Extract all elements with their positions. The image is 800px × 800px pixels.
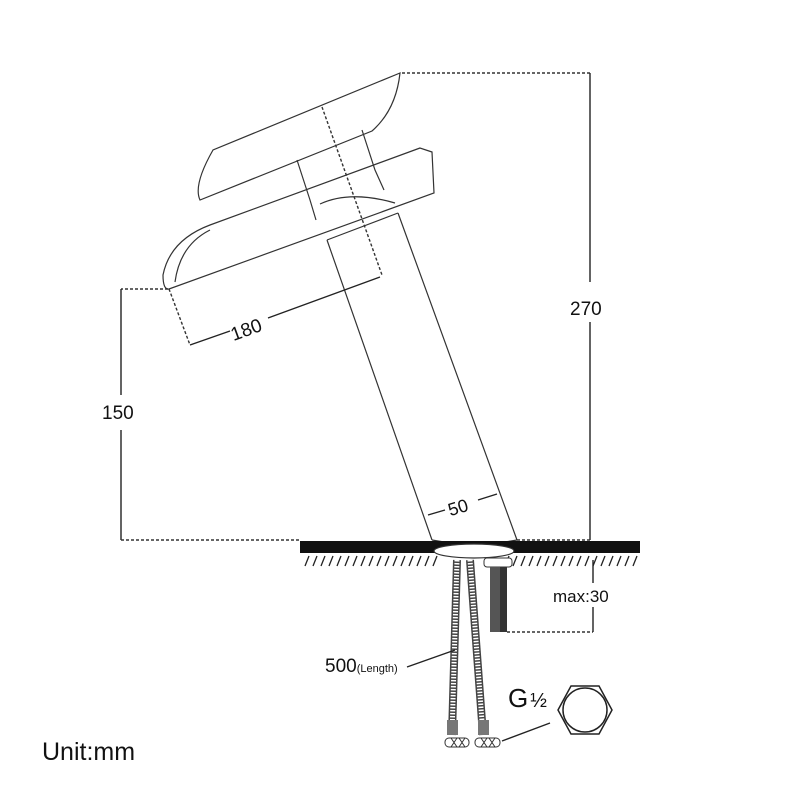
label-180: 180 — [228, 315, 265, 346]
hatch-stroke — [624, 555, 630, 567]
hatch-stroke — [584, 555, 590, 567]
hatch-stroke — [312, 555, 318, 567]
spout-collar — [319, 196, 396, 205]
dimension-150 — [120, 288, 300, 541]
thread-leader — [501, 722, 551, 742]
thread-fraction: ½ — [530, 690, 547, 712]
hatch-stroke — [528, 555, 534, 567]
hose-length-leader — [406, 649, 456, 668]
hatch-stroke — [336, 555, 342, 567]
spout-inner-edge — [174, 229, 211, 283]
dimension-180 — [168, 276, 381, 346]
base-flange — [433, 543, 515, 559]
hatch-stroke — [560, 555, 566, 567]
faucet-body — [326, 212, 518, 541]
hatch-stroke — [568, 555, 574, 567]
hatch-stroke — [320, 555, 326, 567]
hatch-stroke — [424, 555, 430, 567]
hatch-stroke — [552, 555, 558, 567]
hatch-stroke — [432, 555, 438, 567]
handle-stem — [296, 129, 385, 221]
faucet-spout — [162, 147, 435, 290]
dimension-50-line — [427, 493, 498, 516]
counter-hatching — [304, 555, 638, 567]
label-hose-length: 500(Length) — [325, 656, 398, 677]
hatch-stroke — [304, 555, 310, 567]
hatch-stroke — [400, 555, 406, 567]
hatch-stroke — [632, 555, 638, 567]
hose-length-note: (Length) — [357, 663, 398, 675]
hex-nut-icon — [557, 685, 613, 735]
faucet-handle — [197, 72, 401, 201]
hatch-stroke — [512, 555, 518, 567]
hatch-stroke — [576, 555, 582, 567]
hatch-stroke — [536, 555, 542, 567]
hose-length-value: 500 — [325, 656, 357, 677]
hatch-stroke — [352, 555, 358, 567]
thread-letter: G — [508, 683, 528, 713]
hatch-stroke — [520, 555, 526, 567]
hatch-stroke — [544, 555, 550, 567]
supply-hoses — [444, 559, 501, 748]
unit-label: Unit:mm — [42, 738, 135, 766]
hatch-stroke — [360, 555, 366, 567]
hatch-stroke — [384, 555, 390, 567]
hatch-stroke — [600, 555, 606, 567]
label-max-30: max:30 — [553, 587, 609, 606]
dimension-max-30 — [507, 560, 594, 633]
dimension-270 — [402, 72, 591, 541]
label-50: 50 — [446, 495, 471, 520]
hatch-stroke — [344, 555, 350, 567]
hatch-stroke — [328, 555, 334, 567]
hatch-stroke — [376, 555, 382, 567]
label-150: 150 — [102, 403, 134, 424]
hatch-stroke — [416, 555, 422, 567]
hatch-stroke — [408, 555, 414, 567]
mounting-rod — [483, 557, 513, 632]
hatch-stroke — [392, 555, 398, 567]
hatch-stroke — [616, 555, 622, 567]
label-270: 270 — [570, 299, 602, 320]
hatch-stroke — [368, 555, 374, 567]
hatch-stroke — [608, 555, 614, 567]
